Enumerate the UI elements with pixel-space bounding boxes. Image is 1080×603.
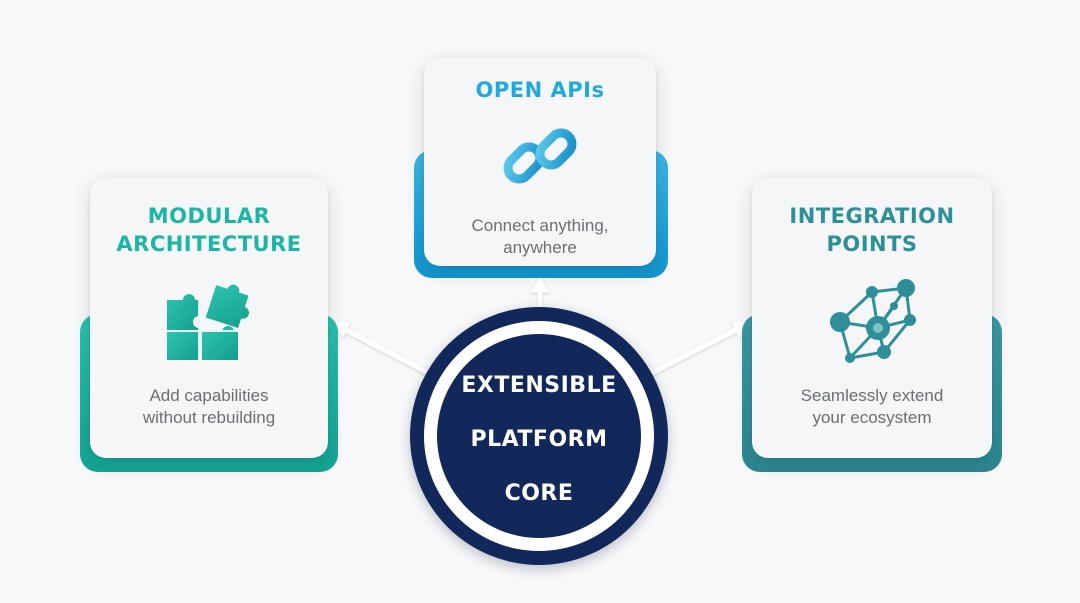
arrowhead-open-apis [531,274,549,293]
core-circle: EXTENSIBLE PLATFORM CORE [410,307,668,565]
card-open-apis-panel: OPEN APIs Connect an [424,58,656,266]
core-label-line: EXTENSIBLE [461,372,617,398]
desc-line: your ecosystem [812,408,932,427]
title-line: MODULAR [147,204,271,228]
core-label-line: PLATFORM [470,426,608,452]
title-line: ARCHITECTURE [116,232,302,256]
desc-line: Add capabilities [149,386,269,405]
card-integration-title: INTEGRATION POINTS [789,202,954,258]
desc-line: without rebuilding [142,408,276,427]
desc-line: Seamlessly extend [800,386,944,405]
card-modular-architecture: MODULAR ARCHITECTURE [80,178,338,473]
card-open-apis-title: OPEN APIs [476,76,605,104]
card-modular-title: MODULAR ARCHITECTURE [116,202,301,258]
puzzle-icon [161,280,257,369]
core-label: EXTENSIBLE PLATFORM CORE [461,345,616,534]
link-chain-icon [500,118,580,199]
title-line: INTEGRATION [789,204,955,228]
connector-modular [344,327,440,381]
connector-integration [640,327,738,381]
card-modular-panel: MODULAR ARCHITECTURE [90,178,328,458]
desc-line: anywhere [503,238,577,257]
card-integration-desc: Seamlessly extend your ecosystem [801,385,944,429]
title-line: POINTS [826,232,918,256]
card-integration-panel: INTEGRATION POINTS [752,178,992,458]
card-integration-points: INTEGRATION POINTS [742,178,1002,473]
network-nodes-icon [824,278,920,371]
desc-line: Connect anything, [471,216,609,235]
card-open-apis-desc: Connect anything, anywhere [471,215,608,259]
title-line: OPEN APIs [475,78,605,102]
core-inner: EXTENSIBLE PLATFORM CORE [437,334,641,538]
card-modular-desc: Add capabilities without rebuilding [143,385,275,429]
card-open-apis: OPEN APIs Connect an [412,58,668,280]
core-label-line: CORE [504,480,574,506]
